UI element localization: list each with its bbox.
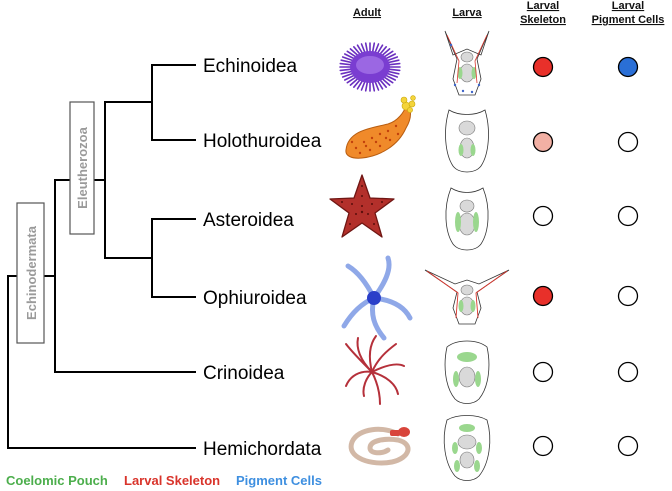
echinoid-larva-illustration <box>444 30 490 96</box>
pigment-cells-marker-crinoidea <box>617 361 639 383</box>
sea-star-illustration <box>329 174 395 238</box>
sea-urchin-illustration <box>339 42 401 92</box>
header-larval-skeleton-line1: Larval <box>527 0 559 12</box>
pigment-cells-marker-holothuroidea <box>617 131 639 153</box>
legend-pigment-cells: Pigment Cells <box>236 473 322 488</box>
trait-matrix <box>532 56 639 457</box>
header-adult: Adult <box>353 7 381 19</box>
taxon-hemichordata: Hemichordata <box>203 439 322 460</box>
pigment-cells-marker-hemichordata <box>617 435 639 457</box>
hemichordate-larva-illustration <box>443 415 491 481</box>
branch-echinoidea-holothuroidea <box>151 64 196 141</box>
header-larval-pigment-line1: Larval <box>612 0 644 12</box>
pigment-cells-marker-echinoidea <box>617 56 639 78</box>
branch-asteroidea-ophiuroidea <box>151 218 196 298</box>
holothuroid-larva-illustration <box>445 109 489 173</box>
acorn-worm-illustration <box>348 426 411 466</box>
brittle-star-illustration <box>341 255 413 341</box>
crinoid-illustration <box>345 335 405 405</box>
header-larval-pigment-line2: Pigment Cells <box>592 14 665 26</box>
clade-eleutherozoa: Eleutherozoa <box>69 101 95 235</box>
larval-skeleton-marker-crinoidea <box>532 361 554 383</box>
header-larval-skeleton-line2: Skeleton <box>520 14 566 26</box>
crinoid-larva-illustration <box>444 340 490 404</box>
clade-echinodermata: Echinodermata <box>16 202 45 344</box>
legend-coelomic-pouch: Coelomic Pouch <box>6 473 108 488</box>
larval-skeleton-marker-holothuroidea <box>532 131 554 153</box>
taxon-asteroidea: Asteroidea <box>203 210 294 231</box>
larval-skeleton-marker-asteroidea <box>532 205 554 227</box>
sea-cucumber-illustration <box>345 95 416 159</box>
taxon-ophiuroidea: Ophiuroidea <box>203 288 307 309</box>
taxon-crinoidea: Crinoidea <box>203 363 285 384</box>
taxon-holothuroidea: Holothuroidea <box>203 131 322 152</box>
taxon-echinoidea: Echinoidea <box>203 56 297 77</box>
larval-skeleton-marker-ophiuroidea <box>532 285 554 307</box>
larval-skeleton-marker-echinoidea <box>532 56 554 78</box>
pigment-cells-marker-ophiuroidea <box>617 285 639 307</box>
branch-eleutherozoa <box>104 101 152 259</box>
clade-eleutherozoa-label: Eleutherozoa <box>75 126 90 208</box>
clade-echinodermata-label: Echinodermata <box>24 225 39 320</box>
pigment-cells-marker-asteroidea <box>617 205 639 227</box>
larval-skeleton-marker-hemichordata <box>532 435 554 457</box>
asteroid-larva-illustration <box>445 187 489 251</box>
ophiuroid-larva-illustration <box>424 269 510 325</box>
legend-larval-skeleton: Larval Skeleton <box>124 473 220 488</box>
header-larva: Larva <box>452 7 482 19</box>
